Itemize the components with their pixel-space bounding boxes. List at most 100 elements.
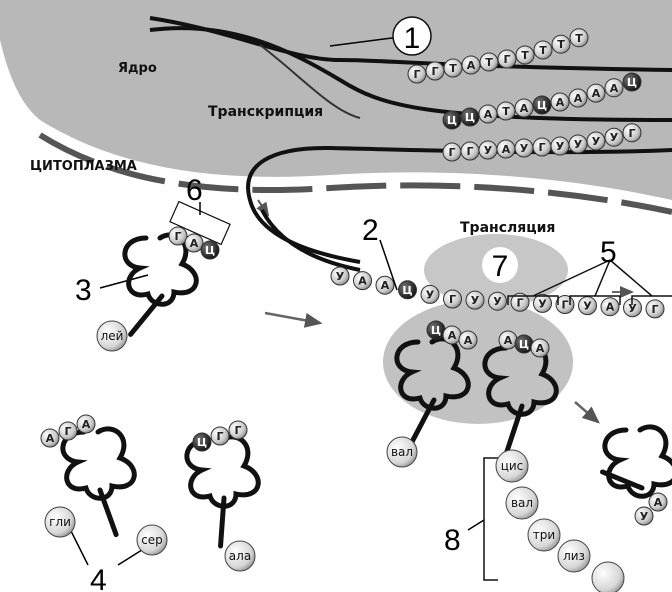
nucleotide-letter: А bbox=[448, 329, 457, 342]
number-5: 5 bbox=[600, 236, 617, 269]
nucleotide-letter: А bbox=[592, 87, 601, 100]
nucleotide: Г bbox=[169, 227, 187, 245]
nucleotide: Г bbox=[498, 50, 516, 68]
nucleotide-letter: А bbox=[190, 237, 199, 250]
nucleotide-letter: А bbox=[381, 279, 390, 292]
nucleotide: А bbox=[443, 326, 461, 344]
amino-acid-label: цис bbox=[501, 459, 524, 473]
nucleotide-letter: У bbox=[556, 140, 565, 153]
nucleotide: А bbox=[497, 140, 515, 158]
nucleus-label: Ядро bbox=[118, 61, 157, 76]
amino-acid: гли bbox=[45, 507, 75, 537]
nucleotide-letter: Г bbox=[448, 146, 455, 159]
amino-acid-label: лей bbox=[101, 329, 124, 343]
nucleotide: А bbox=[551, 93, 569, 111]
amino-acid-label: лиз bbox=[563, 549, 585, 563]
nucleotide-letter: А bbox=[556, 96, 565, 109]
nucleotide: Г bbox=[443, 143, 461, 161]
amino-acid: ала bbox=[225, 541, 255, 571]
nucleotide-letter: Г bbox=[466, 145, 473, 158]
nucleotide-letter: У bbox=[520, 142, 529, 155]
nucleotide: Ц bbox=[515, 335, 533, 353]
nucleotide: Ц bbox=[461, 108, 479, 126]
nucleotide: А bbox=[515, 99, 533, 117]
nucleotide-letter: У bbox=[628, 302, 637, 315]
nucleotide: У bbox=[479, 141, 497, 159]
nucleotide-letter: Ц bbox=[197, 436, 207, 449]
nucleotide: Т bbox=[444, 59, 462, 77]
amino-acid bbox=[592, 562, 624, 592]
trna-ala bbox=[187, 437, 258, 546]
nucleotide-letter: Ц bbox=[447, 114, 457, 127]
nucleotide-letter: Т bbox=[575, 32, 583, 45]
nucleotide-letter: Г bbox=[538, 141, 545, 154]
nucleotide-letter: Г bbox=[449, 293, 456, 306]
nucleotide-letter: Ц bbox=[431, 324, 441, 337]
amino-acid: вал bbox=[506, 487, 538, 519]
nucleotide-letter: Т bbox=[557, 38, 565, 51]
nucleotide: Ц bbox=[443, 111, 461, 129]
nucleotide: А bbox=[649, 493, 667, 511]
nucleotide: Г bbox=[623, 124, 641, 142]
nucleotide-letter: Т bbox=[449, 62, 457, 75]
nucleotide: Ц bbox=[201, 241, 219, 259]
nucleotide: А bbox=[587, 84, 605, 102]
nucleotide-letter: А bbox=[520, 102, 529, 115]
nucleotide-letter: Г bbox=[503, 53, 510, 66]
nucleotide: А bbox=[376, 276, 394, 294]
nucleotide-letter: У bbox=[493, 295, 502, 308]
nucleotide: У bbox=[569, 135, 587, 153]
nucleotide: Г bbox=[426, 62, 444, 80]
nucleotide: А bbox=[479, 105, 497, 123]
nucleotide: А bbox=[569, 89, 587, 107]
nucleotide-letter: Т bbox=[521, 49, 529, 62]
nucleotide: Т bbox=[516, 46, 534, 64]
amino-acid-label: вал bbox=[391, 445, 413, 459]
nucleotide: А bbox=[601, 298, 619, 316]
cytoplasm-label: ЦИТОПЛАЗМА bbox=[30, 159, 137, 174]
nucleotide: Т bbox=[552, 35, 570, 53]
nucleotide: Т bbox=[570, 29, 588, 47]
number-2: 2 bbox=[362, 214, 379, 247]
number-3: 3 bbox=[75, 274, 92, 307]
nucleotide-letter: Ц bbox=[519, 338, 529, 351]
trna-leu bbox=[125, 235, 196, 334]
transcription-label: Транскрипция bbox=[208, 104, 323, 120]
nucleotide-letter: Ц bbox=[627, 76, 637, 89]
amino-acid: вал bbox=[387, 437, 417, 467]
nucleotide-letter: Г bbox=[516, 296, 523, 309]
amino-acid-label: сер bbox=[141, 533, 163, 547]
nucleotide-letter: Т bbox=[502, 105, 510, 118]
nucleotide-letter: А bbox=[610, 82, 619, 95]
amino-acid: лей bbox=[97, 321, 127, 351]
nucleotide-letter: У bbox=[538, 297, 547, 310]
nucleotide-letter: А bbox=[606, 301, 615, 314]
nucleotide: Т bbox=[497, 102, 515, 120]
nucleotide: А bbox=[354, 272, 372, 290]
nucleotide: У bbox=[605, 128, 623, 146]
nucleotide: А bbox=[605, 79, 623, 97]
nucleotide-letter: У bbox=[610, 131, 619, 144]
trna-approach-arrow bbox=[265, 313, 320, 323]
nucleotide-letter: Г bbox=[628, 127, 635, 140]
nucleotide: Г bbox=[229, 421, 247, 439]
trna-leaving bbox=[603, 427, 672, 496]
nucleotide-letter: А bbox=[467, 59, 476, 72]
nucleotide-letter: Г bbox=[431, 65, 438, 78]
nucleotide-letter: Ц bbox=[205, 244, 215, 257]
amino-acid-label: три bbox=[533, 528, 555, 542]
amino-acid: сер bbox=[137, 525, 167, 555]
nucleotide: А bbox=[499, 331, 517, 349]
nucleotide-letter: Ц bbox=[465, 111, 475, 124]
nucleotide-letter: Т bbox=[539, 44, 547, 57]
nucleotide: Г bbox=[461, 142, 479, 160]
nucleotide-letter: Г bbox=[174, 230, 181, 243]
nucleotide: У bbox=[635, 507, 653, 525]
nucleotide-letter: Г bbox=[216, 430, 223, 443]
nucleotide-letter: А bbox=[484, 108, 493, 121]
nucleotide: У bbox=[466, 291, 484, 309]
nucleotide-letter: А bbox=[82, 418, 91, 431]
nucleotide: Ц bbox=[533, 96, 551, 114]
